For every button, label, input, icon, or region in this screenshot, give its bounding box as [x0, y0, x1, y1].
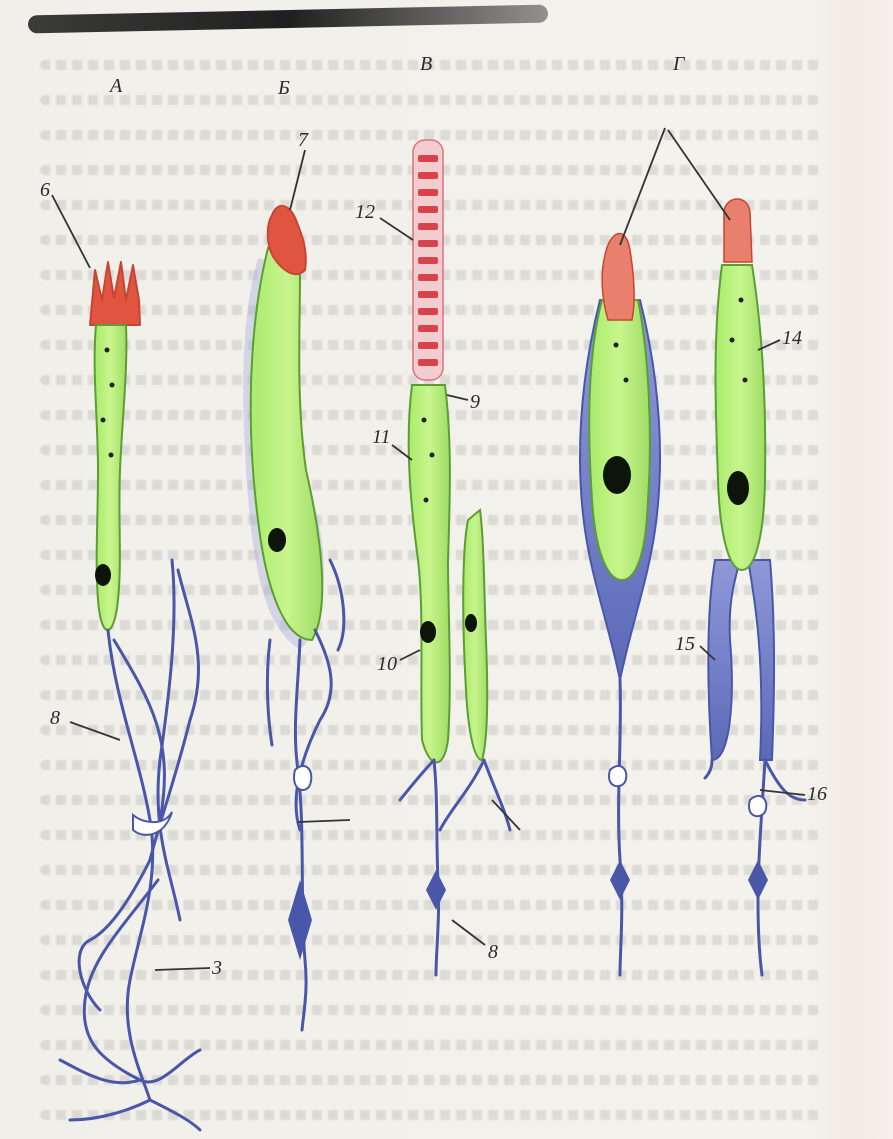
cell-a-cilia — [90, 262, 140, 325]
leader-g-right-tip — [668, 130, 730, 220]
cell-a-olfactory: 6 8 3 — [40, 179, 222, 1130]
leader-b-7 — [290, 150, 305, 210]
cell-b-gustatory: 7 — [243, 129, 350, 1030]
label-g-15: 15 — [675, 633, 695, 655]
leader-v-8 — [492, 800, 520, 830]
cell-v-hair-cells: 12 9 11 10 8 — [355, 140, 520, 975]
leader-a-8 — [70, 722, 120, 740]
cell-v-inner-body — [409, 385, 450, 763]
cell-g-right-nucleus — [727, 471, 749, 505]
leader-v-bottom — [452, 920, 485, 945]
cell-v-nucleus — [420, 621, 436, 643]
cell-g-left-nucleus — [603, 456, 631, 494]
label-v-9: 9 — [470, 391, 480, 413]
label-v-10: 10 — [377, 653, 397, 675]
leader-a-cilia — [52, 195, 90, 268]
cell-a-nerve — [60, 560, 200, 1130]
label-a-8: 8 — [50, 707, 60, 729]
cell-b-nucleus — [268, 528, 286, 552]
leader-v-9 — [447, 395, 468, 400]
label-g-14: 14 — [782, 327, 802, 349]
label-g-16: 16 — [807, 783, 827, 805]
cell-g-right-tip — [724, 199, 752, 262]
label-v-8: 8 — [488, 941, 498, 963]
label-b-7: 7 — [298, 129, 309, 151]
cell-g-left — [580, 234, 660, 975]
label-a-6: 6 — [40, 179, 50, 201]
cell-g-left-nerve — [619, 680, 622, 975]
cell-g-left-body — [589, 300, 650, 580]
column-label-b: Б — [277, 77, 290, 99]
leader-v-12 — [380, 218, 413, 240]
column-label-a: А — [108, 75, 123, 97]
cell-g-right-support — [708, 560, 740, 760]
cell-a-nucleus — [95, 564, 111, 586]
cell-g-left-tip — [602, 234, 634, 320]
label-v-11: 11 — [372, 426, 391, 448]
cell-g-right-body — [716, 265, 766, 570]
column-label-v: В — [420, 53, 432, 75]
label-a-3: 3 — [211, 957, 222, 979]
column-label-g: Г — [672, 53, 686, 75]
leader-v-10 — [400, 650, 420, 660]
leader-g-left-tip — [620, 128, 665, 245]
leader-b-4 — [298, 820, 350, 822]
label-v-12: 12 — [355, 201, 375, 223]
cell-v-second-cell — [463, 510, 487, 760]
leader-a-3 — [155, 968, 210, 970]
